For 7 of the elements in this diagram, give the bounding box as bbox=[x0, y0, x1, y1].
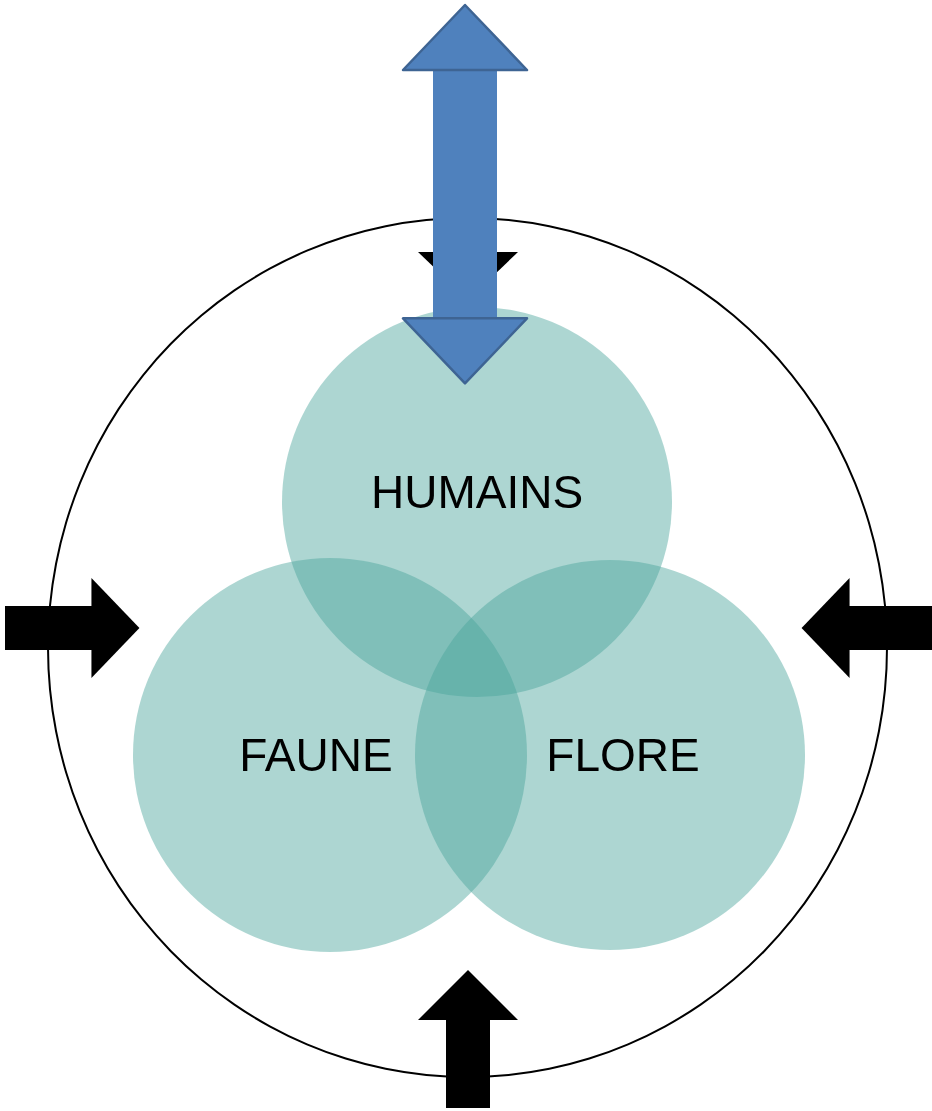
block-arrow bbox=[418, 970, 518, 1108]
block-arrow bbox=[801, 578, 932, 678]
boundary-circle bbox=[47, 217, 888, 1078]
region-label: FAUNE bbox=[239, 728, 393, 782]
region-label: FLORE bbox=[546, 728, 700, 782]
block-arrow bbox=[5, 578, 140, 678]
region-label: HUMAINS bbox=[370, 465, 584, 519]
